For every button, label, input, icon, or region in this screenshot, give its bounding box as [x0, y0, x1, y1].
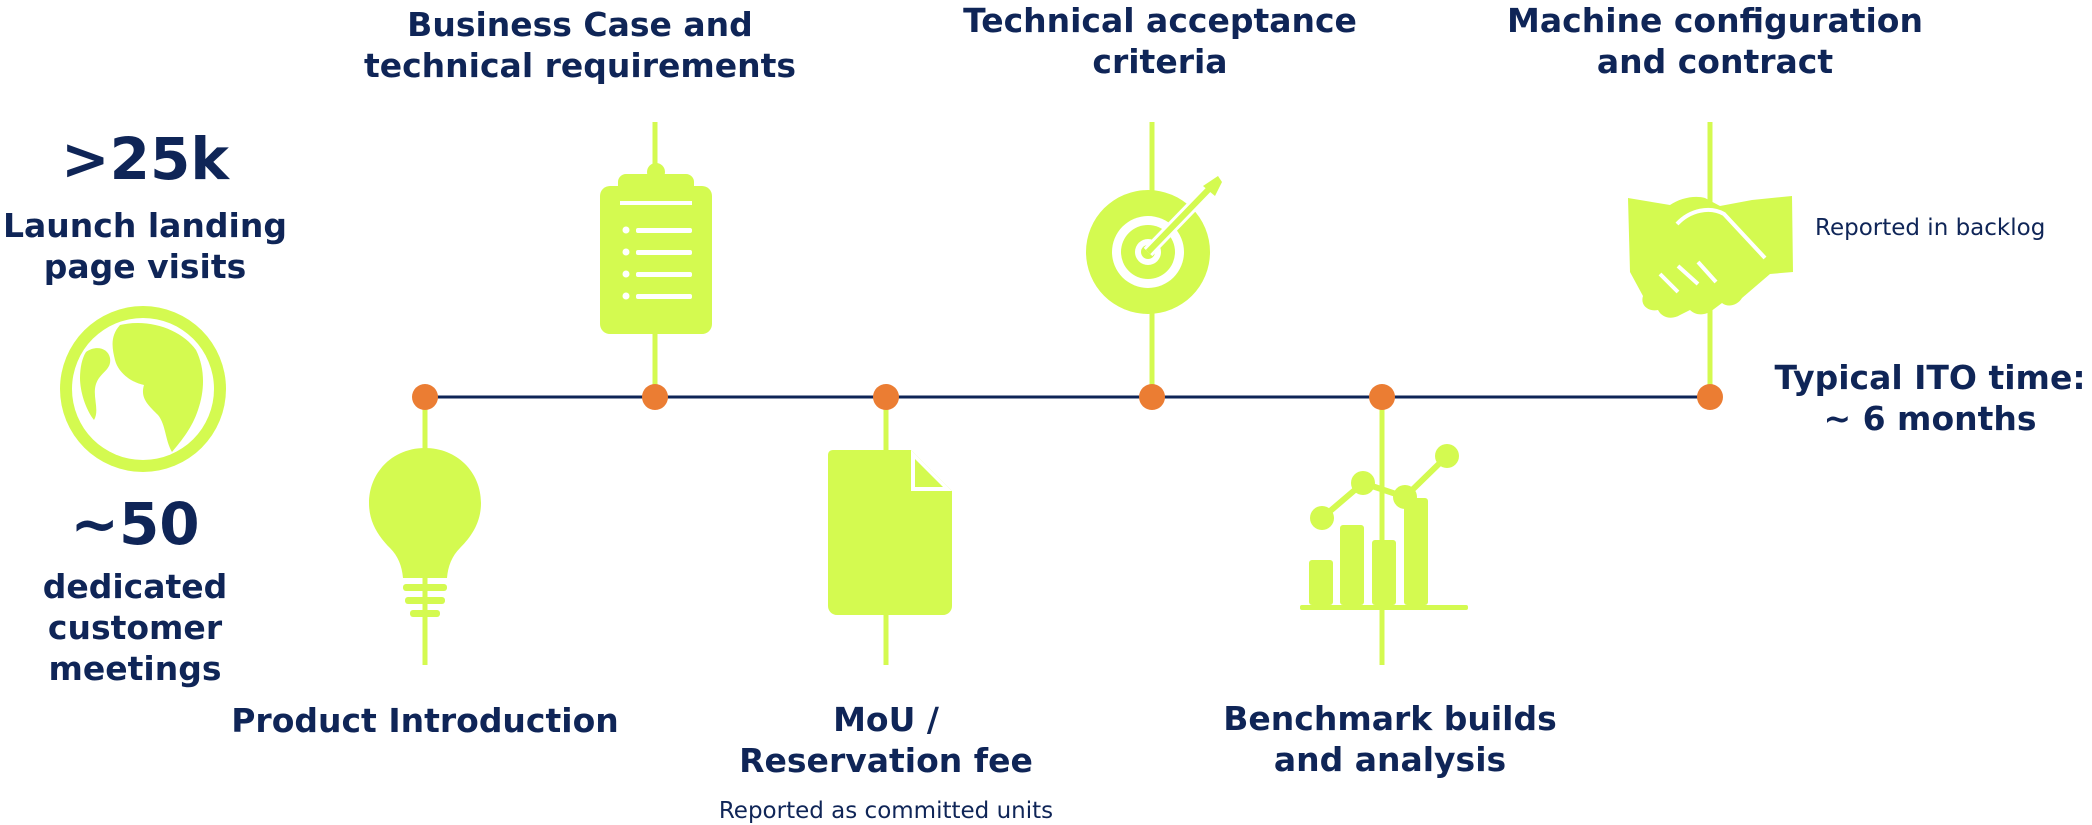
target-icon — [1086, 176, 1222, 314]
backlog-note: Reported in backlog — [1815, 215, 2046, 241]
milestone-product-introduction: Product Introduction — [231, 701, 619, 740]
milestone-mou-line2: Reservation fee — [739, 741, 1033, 780]
globe-icon — [60, 306, 226, 472]
clipboard-icon — [600, 163, 712, 334]
ito-time: Typical ITO time: ~ 6 months — [1770, 357, 2090, 439]
committed-note: Reported as committed units — [718, 798, 1054, 824]
document-icon — [828, 450, 952, 615]
meetings-value: ~50 — [70, 490, 200, 558]
milestone-mou-line1: MoU / — [833, 700, 939, 739]
visits-value: >25k — [61, 125, 229, 193]
meetings-label: dedicated customer meetings — [42, 567, 228, 688]
handshake-icon — [1628, 196, 1793, 318]
milestone-mou: MoU / Reservation fee — [716, 699, 1056, 781]
lightbulb-icon — [369, 448, 481, 617]
milestone-benchmark: Benchmark builds and analysis — [1223, 699, 1557, 779]
milestone-technical-acceptance: Technical acceptance criteria — [963, 1, 1357, 81]
milestone-machine-configuration: Machine configuration and contract — [1507, 1, 1923, 81]
milestone-business-case: Business Case and technical requirements — [363, 5, 797, 85]
ito-time-line1: Typical ITO time: — [1774, 358, 2086, 397]
ito-time-line2: ~ 6 months — [1823, 399, 2037, 438]
visits-label: Launch landing page visits — [3, 206, 287, 286]
milestone-dots — [412, 384, 1723, 410]
chart-icon — [1300, 444, 1468, 610]
